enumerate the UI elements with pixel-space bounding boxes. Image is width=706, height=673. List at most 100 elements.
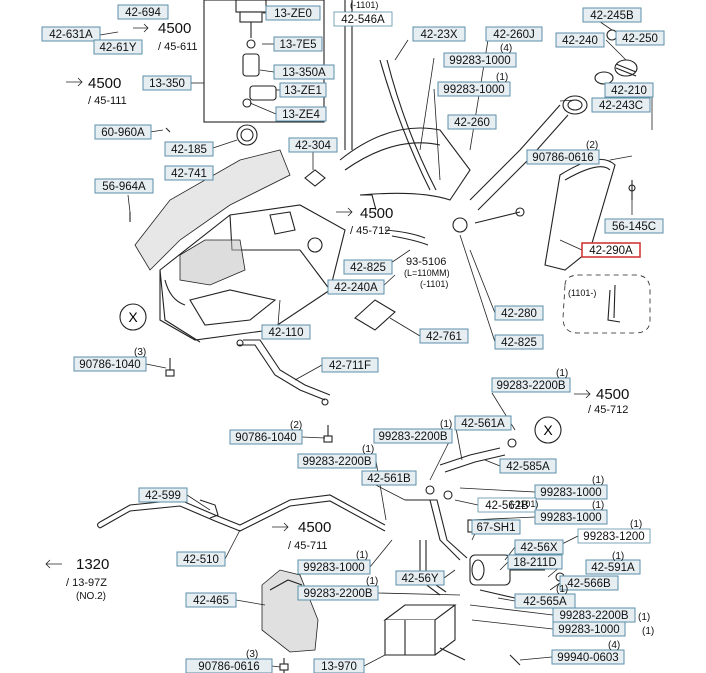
part-label-99283-1000-a[interactable]: 99283-1000 <box>449 55 510 67</box>
part-label-13-350A[interactable]: 13-350A <box>282 67 326 79</box>
part-label-42-243C[interactable]: 42-243C <box>599 100 643 112</box>
ref-page[interactable]: / 45-111 <box>88 95 127 107</box>
part-label-42-825-b[interactable]: 42-825 <box>501 337 537 349</box>
part-label-42-250[interactable]: 42-250 <box>622 33 658 45</box>
part-label-42-260[interactable]: 42-260 <box>454 117 490 129</box>
ref-page[interactable]: / 13-97Z <box>66 577 107 589</box>
part-label-99283-1000-c[interactable]: 99283-1000 <box>540 487 601 499</box>
qty-note: (1) <box>440 419 452 430</box>
ref-page[interactable]: / 45-711 <box>288 540 328 552</box>
part-label-99283-2200B-a[interactable]: 99283-2200B <box>496 380 565 392</box>
qty-note: (3) <box>134 347 146 358</box>
ref-group[interactable]: 4500 <box>298 519 331 536</box>
callout-labels: 42-631A 42-694 42-61Y 13-ZE0 13-7E5 13-3… <box>41 4 665 673</box>
ref-group[interactable]: 1320 <box>76 556 109 573</box>
part-label-13-ZE0[interactable]: 13-ZE0 <box>274 8 312 20</box>
pad-42-761-drawing <box>354 299 396 331</box>
part-label-42-585A[interactable]: 42-585A <box>506 461 550 473</box>
part-label-90786-1040-b[interactable]: 90786-1040 <box>235 432 296 444</box>
part-label-67-SH1[interactable]: 67-SH1 <box>477 522 516 534</box>
part-label-42-290A[interactable]: 42-290A <box>589 245 633 257</box>
qty-note: (-1101) <box>420 279 448 289</box>
part-label-99283-1200[interactable]: 99283-1200 <box>583 531 644 543</box>
qty-note: (-1101) <box>350 0 378 10</box>
part-label-42-566B[interactable]: 42-566B <box>567 578 611 590</box>
qty-note: (4) <box>608 640 620 651</box>
ref-page[interactable]: / 45-712 <box>350 225 390 237</box>
ref-group[interactable]: 4500 <box>596 386 629 403</box>
part-label-42-260J[interactable]: 42-260J <box>493 29 535 41</box>
part-label-42-465[interactable]: 42-465 <box>193 595 229 607</box>
part-label-56-145C[interactable]: 56-145C <box>612 221 656 233</box>
part-label-42-711F[interactable]: 42-711F <box>329 360 371 372</box>
ref-group[interactable]: 4500 <box>88 75 121 92</box>
fuel-lines-drawing <box>96 438 517 596</box>
part-label-42-56Y[interactable]: 42-56Y <box>401 573 438 585</box>
part-label-13-350[interactable]: 13-350 <box>149 78 185 90</box>
part-label-42-56X[interactable]: 42-56X <box>520 542 557 554</box>
part-label-13-ZE4[interactable]: 13-ZE4 <box>282 109 320 121</box>
pad-42-304-drawing <box>304 169 326 187</box>
ref-arrow-icon <box>336 207 353 217</box>
part-label-42-562B[interactable]: 42-562B <box>485 500 529 512</box>
part-label-42-631A[interactable]: 42-631A <box>49 29 93 41</box>
part-label-42-23X[interactable]: 42-23X <box>420 29 457 41</box>
part-label-42-110[interactable]: 42-110 <box>269 327 304 339</box>
part-label-13-ZE1[interactable]: 13-ZE1 <box>284 85 322 97</box>
qty-note: (1) <box>592 500 604 511</box>
part-label-13-970[interactable]: 13-970 <box>321 661 357 673</box>
part-label-42-694[interactable]: 42-694 <box>125 7 161 19</box>
qty-note: (1) <box>356 550 368 561</box>
qty-note: (-1101) <box>510 499 538 509</box>
part-label-42-210[interactable]: 42-210 <box>611 85 647 97</box>
part-label-90786-0616-b[interactable]: 90786-0616 <box>198 661 259 673</box>
part-label-18-211D[interactable]: 18-211D <box>513 557 556 569</box>
part-label-56-964A[interactable]: 56-964A <box>102 181 146 193</box>
part-label-99283-1000-d[interactable]: 99283-1000 <box>540 512 601 524</box>
part-label-99283-1000-e[interactable]: 99283-1000 <box>303 562 364 574</box>
part-label-42-546A[interactable]: 42-546A <box>341 14 385 26</box>
ref-arrow-icon <box>66 77 83 87</box>
part-label-99283-2200B-b[interactable]: 99283-2200B <box>378 431 447 443</box>
part-label-42-304[interactable]: 42-304 <box>295 140 331 152</box>
ref-group[interactable]: 4500 <box>158 20 191 37</box>
part-label-99283-2200B-d[interactable]: 99283-2200B <box>303 588 372 600</box>
part-label-42-61Y[interactable]: 42-61Y <box>99 42 136 54</box>
part-label-42-741[interactable]: 42-741 <box>171 168 207 180</box>
part-label-42-561A[interactable]: 42-561A <box>461 418 505 430</box>
part-label-42-510[interactable]: 42-510 <box>183 554 219 566</box>
part-label-42-761[interactable]: 42-761 <box>426 331 462 343</box>
ref-page[interactable]: / 45-712 <box>588 404 628 416</box>
part-label-99940-0603[interactable]: 99940-0603 <box>557 652 618 664</box>
part-label-90786-1040-a[interactable]: 90786-1040 <box>79 359 140 371</box>
ref-note: (NO.2) <box>76 591 106 602</box>
ref-page[interactable]: / 45-611 <box>158 41 198 53</box>
part-label-42-599[interactable]: 42-599 <box>145 490 181 502</box>
part-label-99283-2200B-c[interactable]: 99283-2200B <box>302 456 371 468</box>
ref-arrow-icon <box>574 389 591 399</box>
part-label-42-565A[interactable]: 42-565A <box>523 596 567 608</box>
part-label-42-561B[interactable]: 42-561B <box>367 473 411 485</box>
qty-note: (2) <box>290 420 302 431</box>
part-label-99283-1000-f[interactable]: 99283-1000 <box>558 624 619 636</box>
part-label-42-591A[interactable]: 42-591A <box>591 562 635 574</box>
part-label-90786-0616-a[interactable]: 90786-0616 <box>532 152 593 164</box>
qty-note: (1) <box>556 584 568 595</box>
part-label-99283-2200B-e[interactable]: 99283-2200B <box>559 610 628 622</box>
part-label-42-185[interactable]: 42-185 <box>171 144 207 156</box>
part-label-42-240[interactable]: 42-240 <box>562 35 598 47</box>
qty-note: (1) <box>638 612 650 623</box>
qty-note: (2) <box>586 140 598 151</box>
part-label-60-960A[interactable]: 60-960A <box>101 127 145 139</box>
part-label-13-7E5[interactable]: 13-7E5 <box>279 39 316 51</box>
qty-note: (1101-) <box>568 288 596 298</box>
part-label-42-245B[interactable]: 42-245B <box>590 10 634 22</box>
part-label-42-825-a[interactable]: 42-825 <box>350 262 386 274</box>
qty-note: (1) <box>592 475 604 486</box>
hose-part-number[interactable]: 93-5106 <box>406 256 446 268</box>
ref-group[interactable]: 4500 <box>360 205 393 222</box>
part-label-42-240A[interactable]: 42-240A <box>334 282 378 294</box>
part-label-99283-1000-b[interactable]: 99283-1000 <box>443 84 504 96</box>
part-label-42-280[interactable]: 42-280 <box>501 308 537 320</box>
